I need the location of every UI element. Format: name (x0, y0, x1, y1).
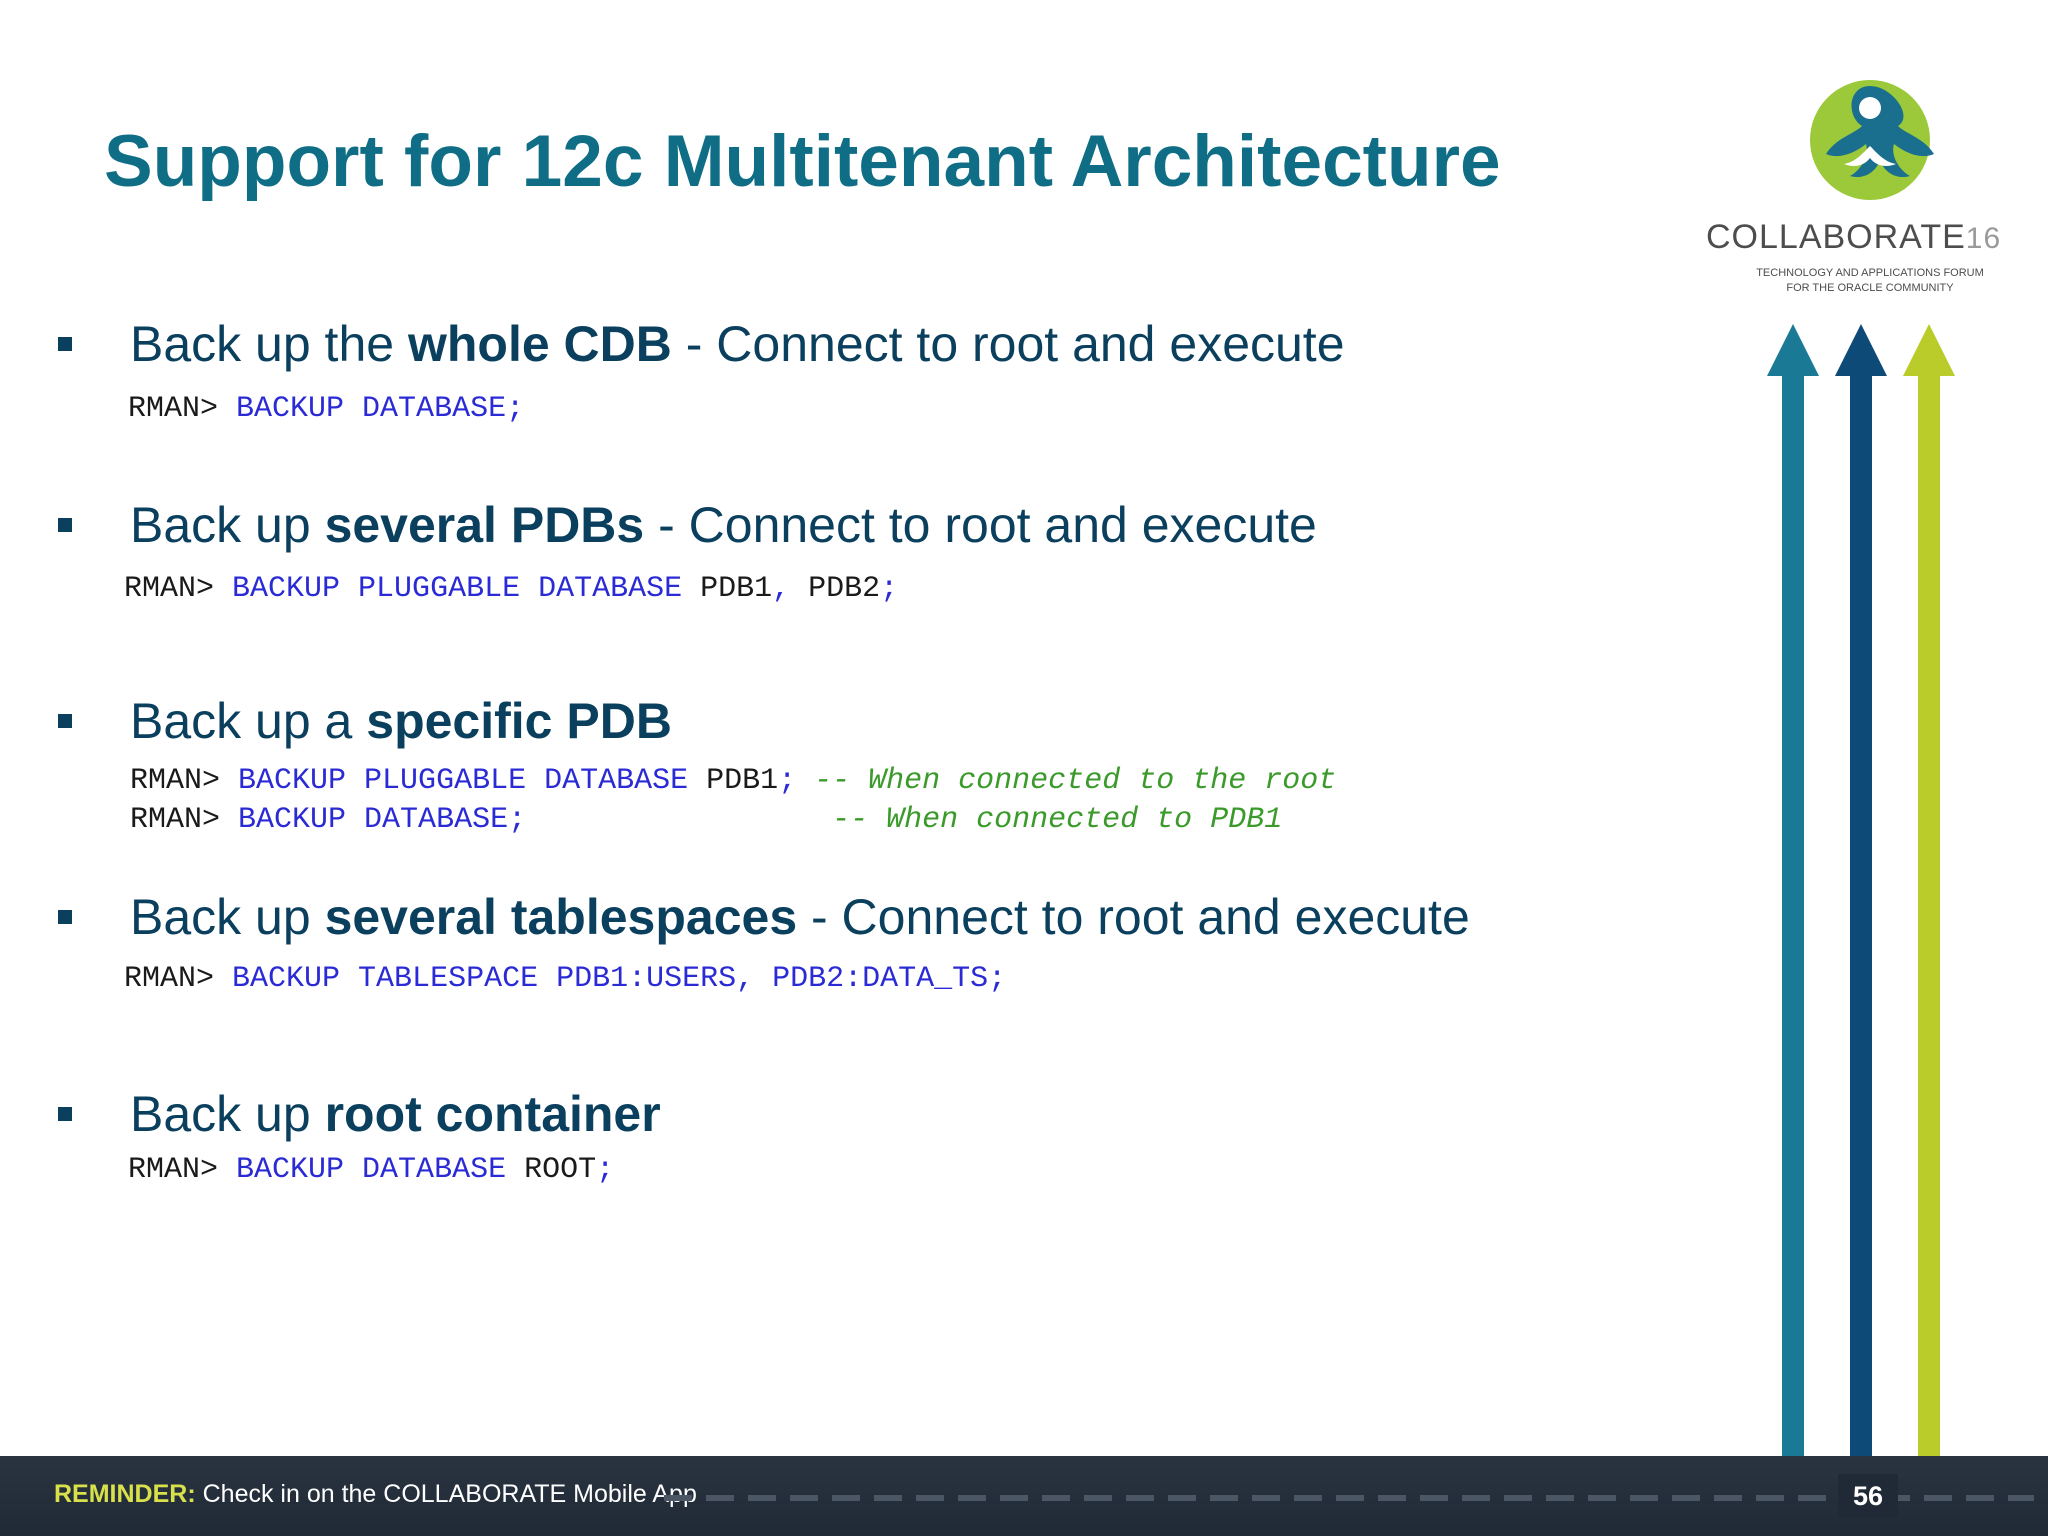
bullet-marker (58, 518, 72, 532)
collaborate-emblem-icon (1810, 80, 1934, 200)
code-line: RMAN> BACKUP DATABASE; (128, 392, 525, 426)
collaborate-logo: COLLABORATE16 TECHNOLOGY AND APPLICATION… (1690, 58, 2040, 308)
bullet-marker (58, 714, 72, 728)
bullet-text: Back up several PDBs - Connect to root a… (130, 497, 1317, 553)
bullet-marker (58, 910, 72, 924)
reminder-text: Check in on the COLLABORATE Mobile App (195, 1480, 697, 1508)
bullet-text: Back up a specific PDB (130, 693, 672, 749)
logo-tagline-line1: TECHNOLOGY AND APPLICATIONS FORUM (1756, 267, 1984, 279)
reminder-label: REMINDER: (54, 1480, 196, 1508)
logo-wordmark: COLLABORATE16 (1706, 218, 2001, 257)
footer-dashes (664, 1495, 2034, 1501)
logo-wordmark-number: 16 (1965, 222, 2002, 255)
bullet-text: Back up the whole CDB - Connect to root … (130, 316, 1345, 372)
bullet-marker (58, 1107, 72, 1121)
page-number: 56 (1838, 1474, 1898, 1518)
decorative-arrows-icon (1767, 324, 1955, 1460)
code-line: RMAN> BACKUP PLUGGABLE DATABASE PDB1; --… (130, 764, 1337, 798)
logo-tagline-line2: FOR THE ORACLE COMMUNITY (1786, 282, 1954, 294)
footer-reminder: REMINDER: Check in on the COLLABORATE Mo… (54, 1480, 697, 1509)
code-line: RMAN> BACKUP PLUGGABLE DATABASE PDB1, PD… (124, 572, 899, 606)
bullet-text: Back up root container (130, 1086, 661, 1142)
code-line: RMAN> BACKUP DATABASE ROOT; (128, 1153, 615, 1187)
logo-tagline: TECHNOLOGY AND APPLICATIONS FORUM FOR TH… (1730, 266, 2010, 296)
code-line: RMAN> BACKUP TABLESPACE PDB1:USERS, PDB2… (124, 962, 1007, 996)
slide-title: Support for 12c Multitenant Architecture (104, 121, 1501, 202)
logo-wordmark-text: COLLABORATE (1706, 218, 1966, 256)
bullet-text: Back up several tablespaces - Connect to… (130, 889, 1470, 945)
footer-bar: REMINDER: Check in on the COLLABORATE Mo… (0, 1456, 2048, 1536)
bullet-marker (58, 337, 72, 351)
code-line: RMAN> BACKUP DATABASE; -- When connected… (130, 803, 1283, 837)
